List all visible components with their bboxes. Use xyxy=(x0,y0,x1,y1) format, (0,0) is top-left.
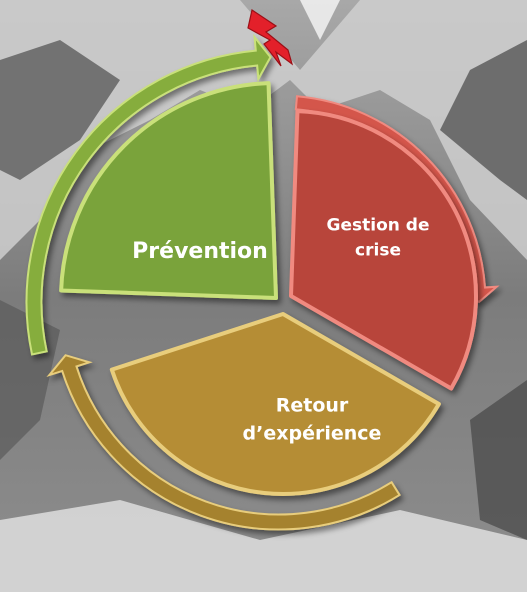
retour-label-line: d’expérience xyxy=(243,422,382,444)
prevention-cycle-arrow xyxy=(25,33,272,356)
retour-label-line: Retour xyxy=(276,395,349,417)
gestion-segment xyxy=(289,109,478,391)
prevention-segment xyxy=(59,81,278,300)
cycle-sectors xyxy=(59,81,478,496)
gestion-label-line: crise xyxy=(355,240,401,260)
gestion-label-line: Gestion de xyxy=(327,216,430,236)
retour-segment xyxy=(109,312,441,496)
retour-cycle-arrow xyxy=(46,354,401,531)
prevention-label-line: Prévention xyxy=(132,239,268,264)
lightning-bolt-icon xyxy=(247,9,294,67)
